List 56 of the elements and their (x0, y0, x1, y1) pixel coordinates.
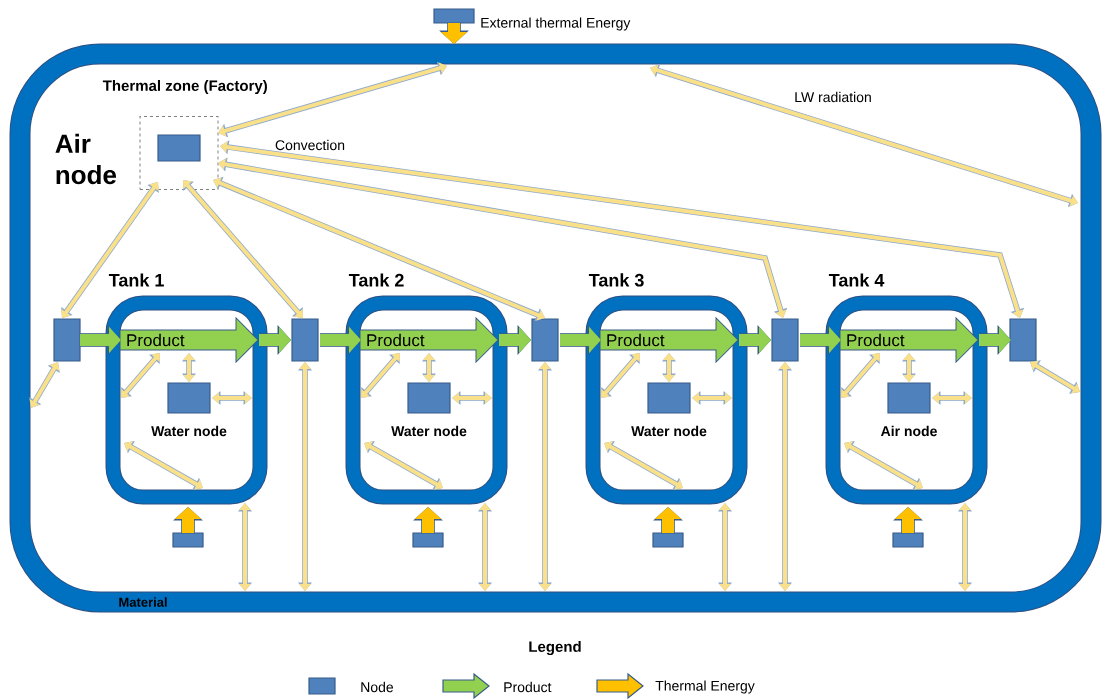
node-title: Air node (55, 133, 117, 185)
thermal-arrow (601, 353, 640, 398)
thermal-arrow (422, 353, 437, 382)
thermal-arrow (61, 182, 159, 318)
thermal-arrow (124, 441, 203, 490)
node-label: Air node (880, 425, 937, 437)
node-square (531, 318, 559, 362)
thermal-arrow (121, 353, 160, 398)
tank-title: Tank 1 (108, 273, 164, 287)
thermal-arrow (1030, 360, 1080, 394)
node-square (892, 532, 924, 548)
thermal-arrow (718, 503, 733, 591)
node-square (53, 318, 81, 362)
thermal-arrow (238, 503, 253, 591)
legend-label: Product (504, 681, 552, 693)
source-label: External thermal Energy (481, 17, 631, 31)
thermal-arrow (958, 503, 973, 591)
thermal-arrow (29, 362, 60, 408)
node-label: Water node (151, 425, 227, 437)
thermal-arrow (361, 353, 400, 398)
thermal-arrow (777, 362, 793, 591)
thermal-arrow (604, 441, 683, 490)
thermal-arrow (901, 353, 917, 382)
node-square (652, 532, 684, 548)
legend-label: Node (361, 681, 394, 693)
thermal-arrow (218, 61, 447, 138)
node-square (412, 532, 444, 548)
annotation-text: Convection (275, 139, 345, 151)
node-label: Water node (391, 425, 467, 437)
tank-title: Tank 4 (828, 273, 885, 287)
node-square (1009, 318, 1037, 362)
thermal-arrow (662, 353, 677, 382)
thermal-arrow (212, 390, 252, 406)
node-label: Water node (631, 425, 707, 437)
thermal-arrow (181, 353, 197, 382)
thermal-arrow (183, 180, 303, 318)
wall-label: Material (119, 597, 167, 607)
annotation-text: LW radiation (795, 91, 871, 103)
thermal-arrow (477, 503, 493, 591)
thermal-arrow (452, 390, 492, 406)
thermal-arrow (932, 390, 972, 406)
thermal-arrow (692, 390, 732, 406)
node-square (771, 318, 799, 362)
zone-title: Thermal zone (Factory) (102, 80, 267, 94)
tank-title: Tank 3 (588, 273, 644, 287)
legend-title: Legend (529, 640, 581, 655)
node-square (157, 134, 201, 162)
thermal-arrow (844, 441, 923, 490)
node-square (172, 532, 204, 548)
legend-label: Thermal Energy (655, 680, 755, 694)
tank-title: Tank 2 (348, 273, 404, 287)
node-square (291, 318, 319, 362)
thermal-arrow (364, 441, 443, 490)
thermal-arrow (537, 362, 553, 591)
thermal-arrow (841, 353, 880, 398)
thermal-arrow (298, 362, 313, 591)
